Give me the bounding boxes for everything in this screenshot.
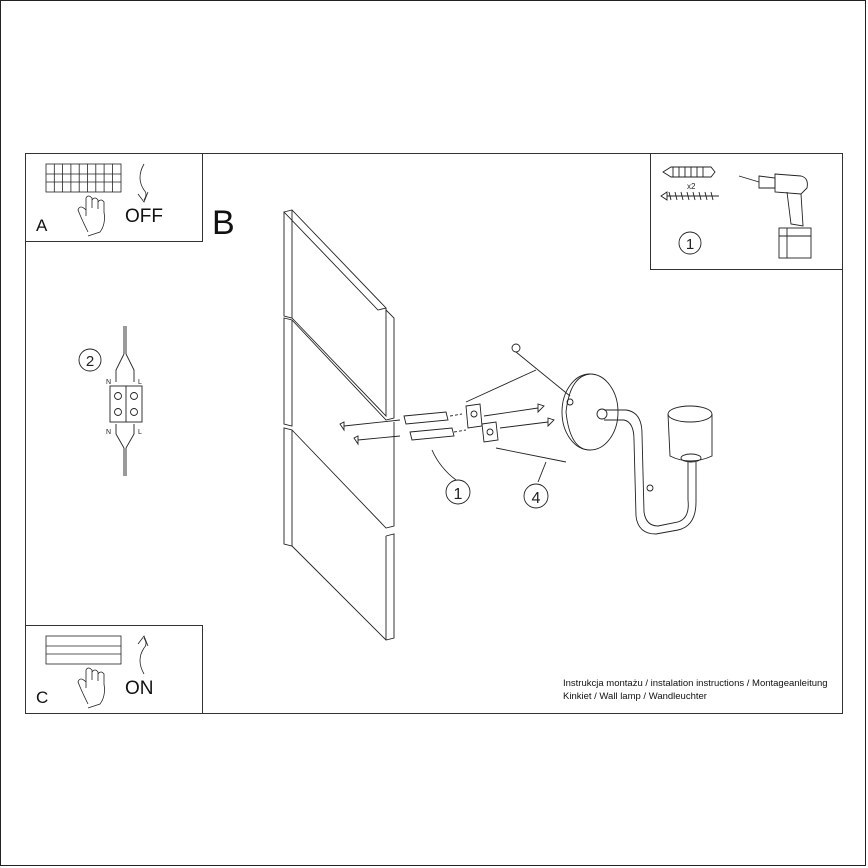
step-a-action: OFF [125,206,163,227]
wiring-callout: 2 [86,353,94,370]
tools-illustration: x2 1 [660,166,812,259]
step-c-panel: C ON [25,625,203,714]
drill-icon [738,173,812,259]
wall-panels [283,209,395,641]
assembly-illustration: 1 4 [283,209,713,641]
instruction-sheet [25,153,843,714]
neutral-label-top: N [106,379,111,386]
tools-callout: 1 [686,236,694,253]
callout-plugs: 1 [454,486,463,503]
breaker-off-illustration [45,163,149,237]
callout-lamp: 4 [532,490,541,507]
screw-icon [660,191,719,201]
lamp-arm [604,409,697,535]
step-b-letter: B [212,204,235,242]
step-c-letter: C [36,688,49,707]
wall-plugs-and-screws [339,411,467,446]
live-label-top: L [138,379,142,386]
mounting-bracket [465,403,499,443]
lamp-shade [667,405,713,463]
wall-plug-icon [662,166,716,178]
step-a-panel: A OFF [25,153,203,242]
lamp-canopy [561,373,619,451]
wiring-diagram: 2 N L N L [78,326,143,476]
live-label-bottom: L [138,429,142,436]
tools-panel: x2 1 [650,153,843,270]
caption-product: Kinkiet / Wall lamp / Wandleuchter [563,691,707,702]
step-c-action: ON [125,678,154,699]
plug-quantity: x2 [687,182,696,191]
step-a-letter: A [36,216,48,235]
caption-instructions: Instrukcja montażu / instalation instruc… [563,678,828,689]
neutral-label-bottom: N [106,429,111,436]
breaker-on-illustration [45,635,149,709]
